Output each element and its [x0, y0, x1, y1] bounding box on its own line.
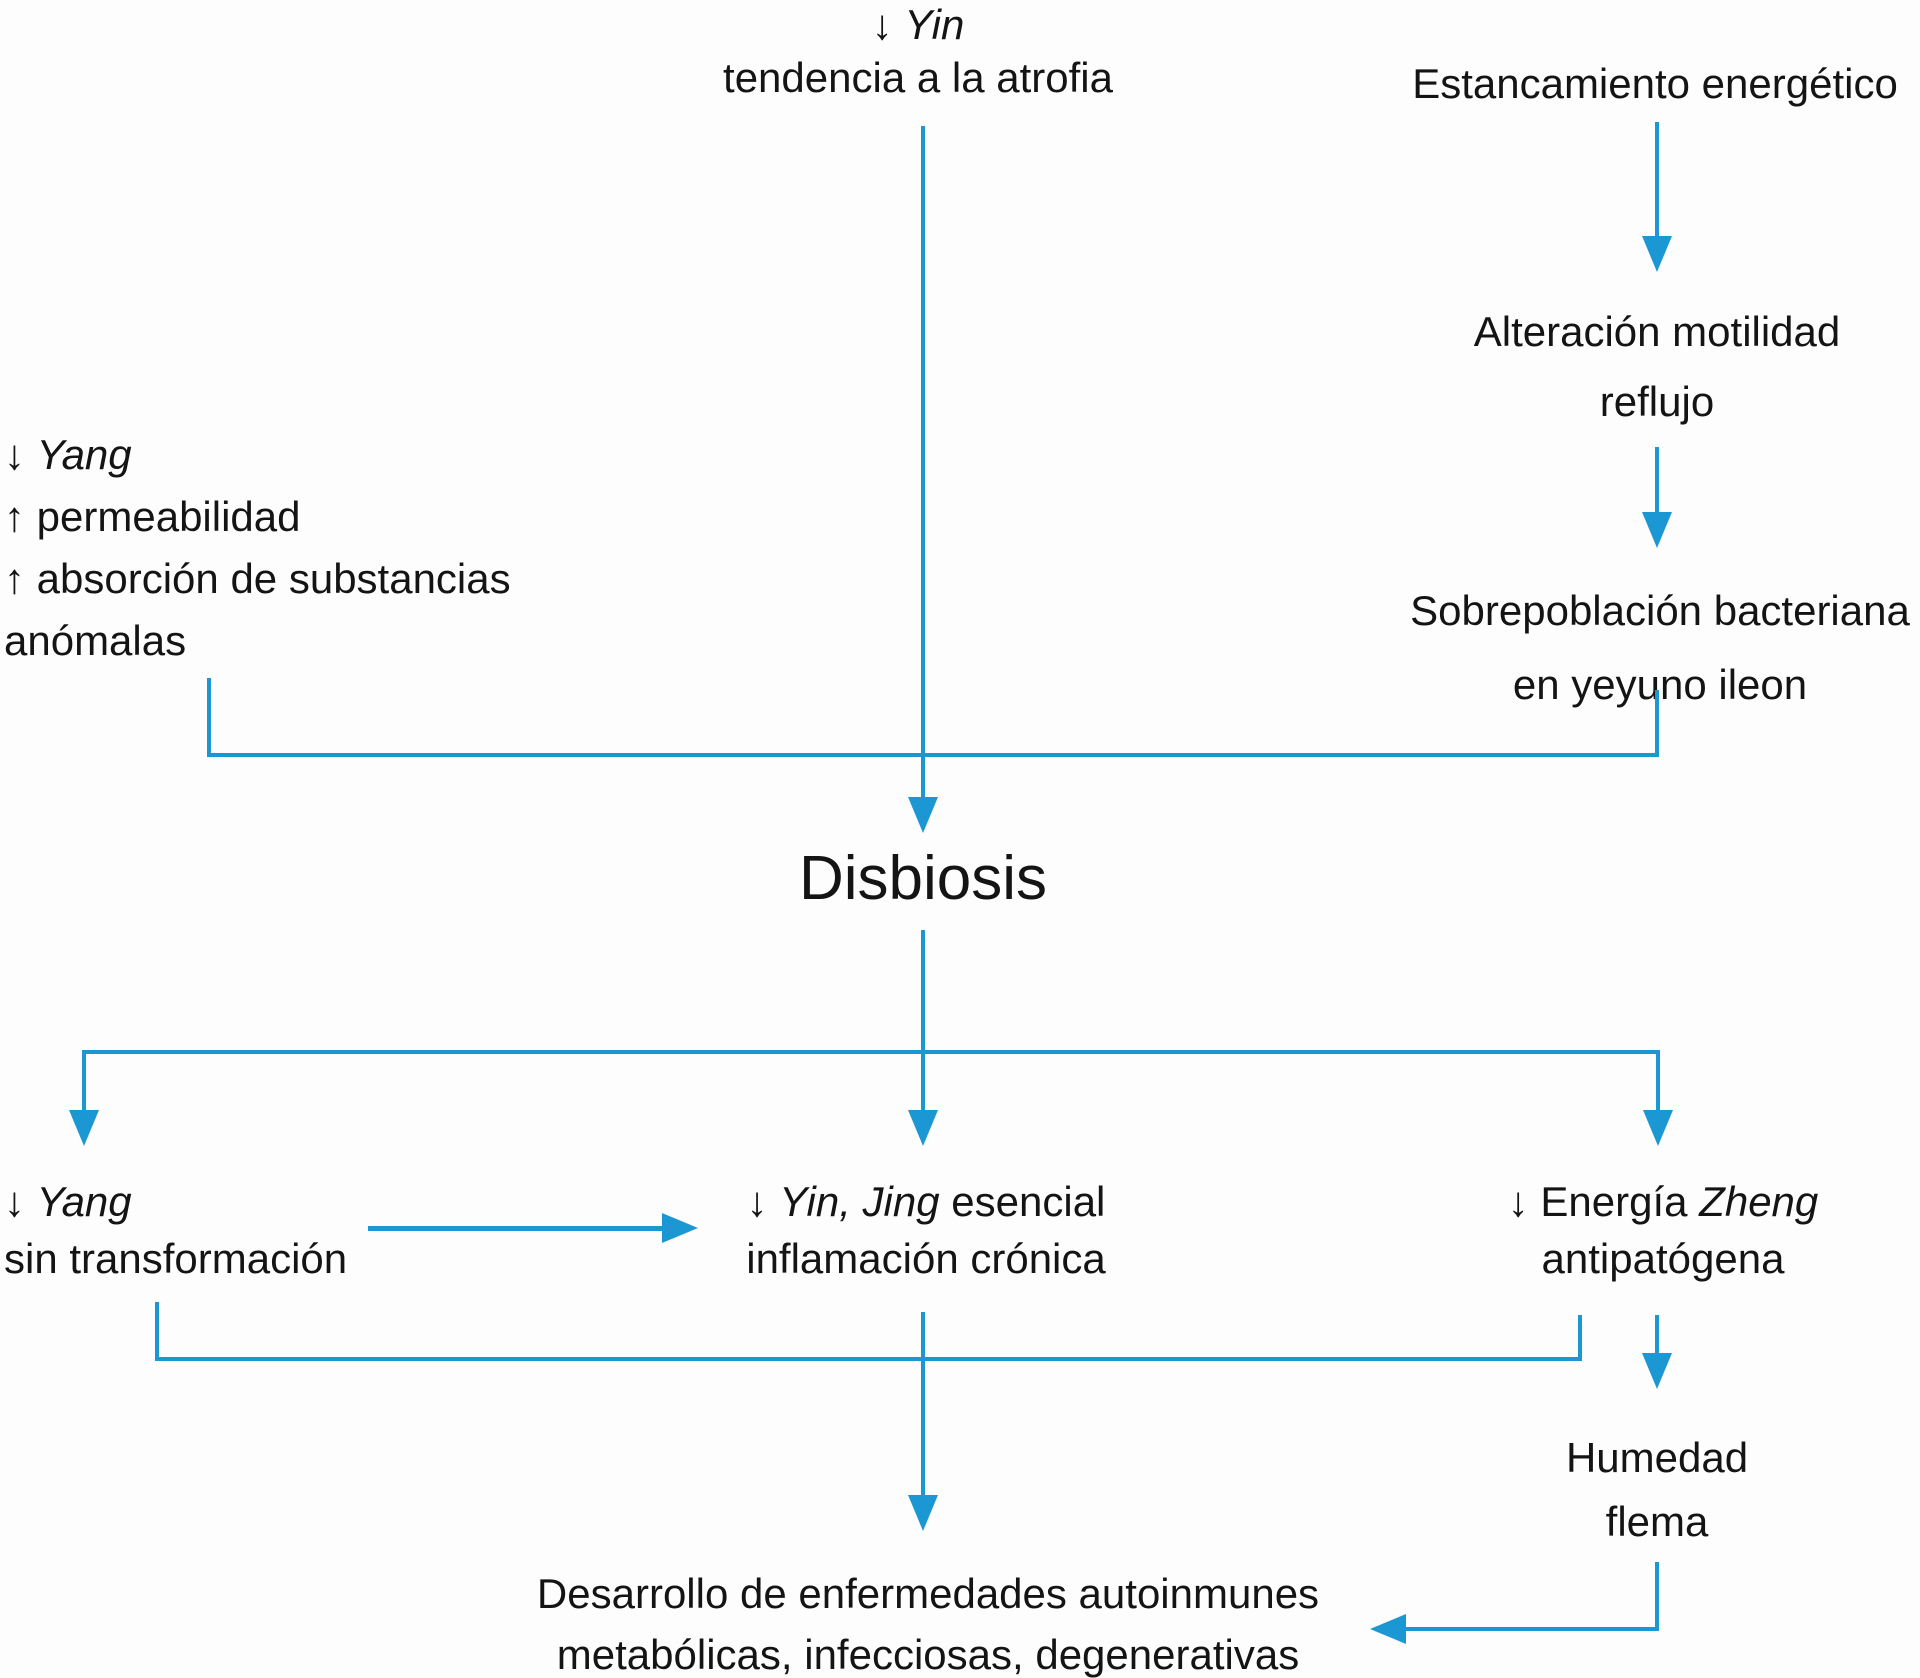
- node-yang-sin-line2: sin transformación: [4, 1235, 348, 1282]
- arrowhead-down-desarrollo: [908, 1495, 938, 1531]
- node-yang-deficiency-line3: ↑ absorción de substancias: [4, 555, 511, 602]
- term-esencial: esencial: [939, 1178, 1106, 1225]
- node-disbiosis-label: Disbiosis: [798, 844, 1048, 913]
- node-yin-jing-line2: inflamación crónica: [746, 1235, 1106, 1282]
- node-desarrollo-line1: Desarrollo de enfermedades autoinmunes: [536, 1570, 1320, 1617]
- node-yin-deficiency: ↓ Yin tendencia a la atrofia: [723, 0, 1113, 104]
- arrowhead-down-yang-sin: [69, 1110, 99, 1146]
- node-energia-line1: ↓ Energía Zheng: [1508, 1173, 1819, 1230]
- connector-yin-to-disbiosis: [921, 126, 925, 798]
- term-yang: Yang: [36, 1178, 132, 1225]
- node-yang-deficiency-line4: anómalas: [4, 617, 187, 664]
- node-yin-deficiency-line1: ↓ Yin: [723, 0, 1113, 51]
- node-yang-deficiency: ↓ Yang ↑ permeabilidad ↑ absorción de su…: [4, 424, 511, 672]
- node-sobrepoblacion: Sobrepoblación bacteriana en yeyuno ileo…: [1410, 574, 1910, 722]
- node-desarrollo-line2: metabólicas, infecciosas, degenerativas: [556, 1631, 1300, 1678]
- connector-branch-center: [921, 1050, 925, 1112]
- node-yin-jing-line1: ↓ Yin, Jing esencial: [746, 1173, 1106, 1230]
- connector-branch-right: [1656, 1050, 1660, 1112]
- node-humedad-line2: flema: [1605, 1498, 1709, 1545]
- connector-merge-lower-horizontal: [155, 1357, 1582, 1361]
- term-zheng: Zheng: [1699, 1178, 1819, 1225]
- connector-yangsin-yinjing: [368, 1226, 663, 1231]
- arrowhead-down-sobrepoblacion: [1642, 512, 1672, 548]
- node-sobrepoblacion-line1: Sobrepoblación bacteriana: [1410, 587, 1910, 634]
- connector-humedad-horizontal: [1404, 1627, 1659, 1631]
- down-arrow-glyph: ↓: [4, 431, 37, 478]
- connector-humedad-descender: [1655, 1562, 1659, 1631]
- term-energia: Energía: [1540, 1178, 1700, 1225]
- arrowhead-left-desarrollo: [1370, 1614, 1406, 1644]
- node-energia-zheng: ↓ Energía Zheng antipatógena: [1508, 1173, 1819, 1287]
- term-yin: Yin: [904, 1, 965, 48]
- node-yang-sin-transformacion: ↓ Yang sin transformación: [4, 1173, 347, 1287]
- node-estancamiento-line1: Estancamiento energético: [1412, 60, 1898, 107]
- down-arrow-glyph: ↓: [746, 1178, 780, 1225]
- node-yang-deficiency-line2: ↑ permeabilidad: [4, 493, 301, 540]
- node-disbiosis: Disbiosis: [799, 843, 1047, 914]
- arrowhead-down-yin-jing: [908, 1110, 938, 1146]
- node-desarrollo: Desarrollo de enfermedades autoinmunes m…: [537, 1563, 1319, 1678]
- connector-merge-top-horizontal: [207, 753, 1659, 757]
- connector-energia-humedad: [1655, 1315, 1659, 1353]
- node-estancamiento: Estancamiento energético: [1412, 60, 1898, 108]
- node-energia-line2: antipatógena: [1541, 1235, 1785, 1282]
- down-arrow-glyph: ↓: [871, 1, 905, 48]
- node-yin-jing: ↓ Yin, Jing esencial inflamación crónica: [746, 1173, 1106, 1287]
- connector-yangsin-descender: [155, 1302, 159, 1361]
- term-yin-jing: Yin, Jing: [779, 1178, 940, 1225]
- connector-sobrepoblacion-descender: [1655, 690, 1659, 757]
- node-alteracion-line2: reflujo: [1599, 378, 1715, 425]
- connector-energia-descender-left: [1578, 1315, 1582, 1361]
- arrowhead-down-humedad: [1642, 1353, 1672, 1389]
- down-arrow-glyph: ↓: [4, 1178, 37, 1225]
- connector-estancamiento-alteracion: [1655, 122, 1659, 238]
- arrowhead-right-yin-jing: [662, 1213, 698, 1243]
- node-alteracion: Alteración motilidad reflujo: [1474, 297, 1841, 437]
- connector-branch-horizontal: [84, 1050, 1660, 1054]
- node-humedad-line1: Humedad: [1565, 1434, 1749, 1481]
- term-yang: Yang: [36, 431, 132, 478]
- arrowhead-down-energia: [1643, 1110, 1673, 1146]
- arrowhead-down-alteracion: [1642, 236, 1672, 272]
- node-yin-deficiency-line2: tendencia a la atrofia: [723, 54, 1113, 101]
- connector-yinjing-desarrollo: [921, 1312, 925, 1496]
- node-yang-sin-line1: ↓ Yang: [4, 1173, 347, 1230]
- arrowhead-down-disbiosis: [908, 797, 938, 833]
- connector-yangleft-descender: [207, 678, 211, 757]
- node-alteracion-line1: Alteración motilidad: [1473, 308, 1841, 355]
- node-yang-deficiency-line1: ↓ Yang: [4, 424, 511, 486]
- down-arrow-glyph: ↓: [1507, 1178, 1541, 1225]
- node-humedad-flema: Humedad flema: [1566, 1426, 1748, 1554]
- node-sobrepoblacion-line2: en yeyuno ileon: [1512, 661, 1808, 708]
- connector-branch-left: [82, 1050, 86, 1112]
- connector-disbiosis-branch: [921, 930, 925, 1054]
- connector-alteracion-sobrepoblacion: [1655, 447, 1659, 513]
